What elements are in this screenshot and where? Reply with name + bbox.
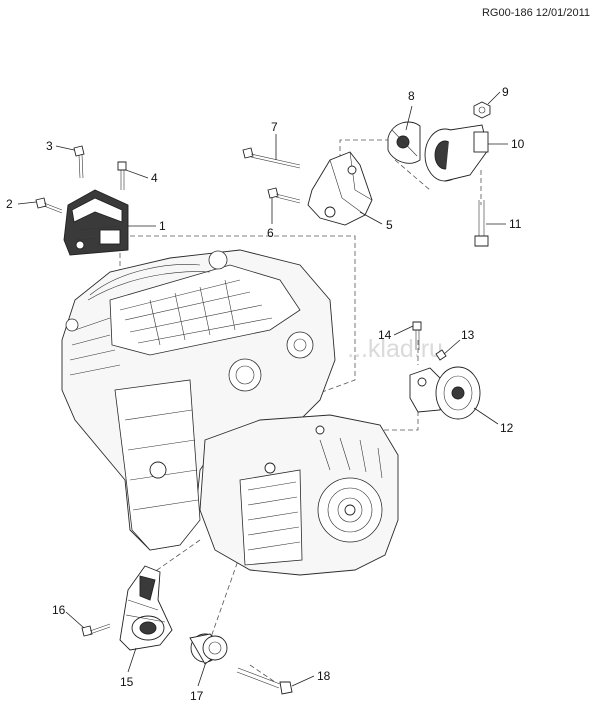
nut-9 xyxy=(473,101,491,119)
leader-line-16 xyxy=(65,611,85,629)
transmission-mount-12 xyxy=(409,366,481,420)
bushing-17 xyxy=(189,633,228,665)
shield-8 xyxy=(387,121,421,164)
callout-12: 12 xyxy=(500,421,514,435)
leader-line-15 xyxy=(127,647,137,673)
callout-14: 14 xyxy=(378,328,392,342)
leader-line-4 xyxy=(125,169,149,179)
callout-13: 13 xyxy=(461,328,475,342)
bolt-3 xyxy=(73,145,85,179)
mount-bracket-pad xyxy=(99,229,121,245)
callout-1: 1 xyxy=(159,219,166,233)
callout-2: 2 xyxy=(6,197,13,211)
leader-line-17 xyxy=(197,661,207,687)
bolt-11 xyxy=(474,200,489,247)
bolt-7 xyxy=(242,147,301,169)
assembly-line xyxy=(149,539,201,576)
rear-mount-bracket-15 xyxy=(119,565,173,651)
mount-bracket-5 xyxy=(307,151,373,226)
throttle-body xyxy=(286,331,314,359)
transmission-fitting xyxy=(264,462,276,474)
bolt-14 xyxy=(412,321,422,350)
leader-line-5 xyxy=(359,211,383,225)
leader-line-3 xyxy=(55,145,75,151)
bolt-2 xyxy=(35,197,63,214)
bolt-18 xyxy=(236,667,293,695)
bolt-4 xyxy=(117,161,127,190)
watermark: ...klad.ru xyxy=(347,335,443,363)
assembly-line xyxy=(394,159,431,191)
mount-bracket-top xyxy=(71,197,123,223)
leader-line-18 xyxy=(291,675,315,687)
callout-16: 16 xyxy=(52,603,66,617)
transmission-cover xyxy=(239,469,303,566)
callout-8: 8 xyxy=(408,89,415,103)
assembly-line xyxy=(130,235,356,401)
engine-fitting xyxy=(65,318,79,332)
callout-7: 7 xyxy=(271,120,278,134)
assembly-line xyxy=(209,554,241,641)
leader-line-13 xyxy=(443,339,461,355)
callout-6: 6 xyxy=(267,226,274,240)
drawing-reference: RG00-186 12/01/2011 xyxy=(481,7,590,19)
bolt-6 xyxy=(267,187,301,204)
turbocharger xyxy=(228,358,262,392)
mount-bushing-10 xyxy=(424,124,489,182)
engine-transmission-assembly xyxy=(61,249,399,576)
callout-labels: 1 2 3 4 5 6 7 8 9 10 11 12 13 14 15 16 1… xyxy=(6,85,525,703)
leader-line-2 xyxy=(17,201,37,205)
bracket-body xyxy=(307,151,373,226)
callout-10: 10 xyxy=(511,137,525,151)
callout-9: 9 xyxy=(502,85,509,99)
callout-11: 11 xyxy=(509,217,522,231)
leader-line-9 xyxy=(487,91,501,105)
bolt-13 xyxy=(435,349,447,361)
callout-3: 3 xyxy=(46,139,53,153)
bolt-16 xyxy=(81,623,111,637)
leader-line-14 xyxy=(393,325,414,336)
leader-line-12 xyxy=(473,407,499,425)
callout-5: 5 xyxy=(386,218,393,232)
engine-mount-bracket xyxy=(63,189,129,256)
leader-lines xyxy=(17,91,508,687)
intake-pipe xyxy=(208,250,228,270)
assembly-line xyxy=(249,664,276,683)
callout-18: 18 xyxy=(317,669,331,683)
leader-line-8 xyxy=(405,105,413,131)
callout-15: 15 xyxy=(120,675,134,689)
callout-4: 4 xyxy=(151,171,158,185)
transmission-fitting xyxy=(315,425,325,435)
callout-17: 17 xyxy=(190,689,204,703)
exhaust-flange xyxy=(149,461,167,479)
